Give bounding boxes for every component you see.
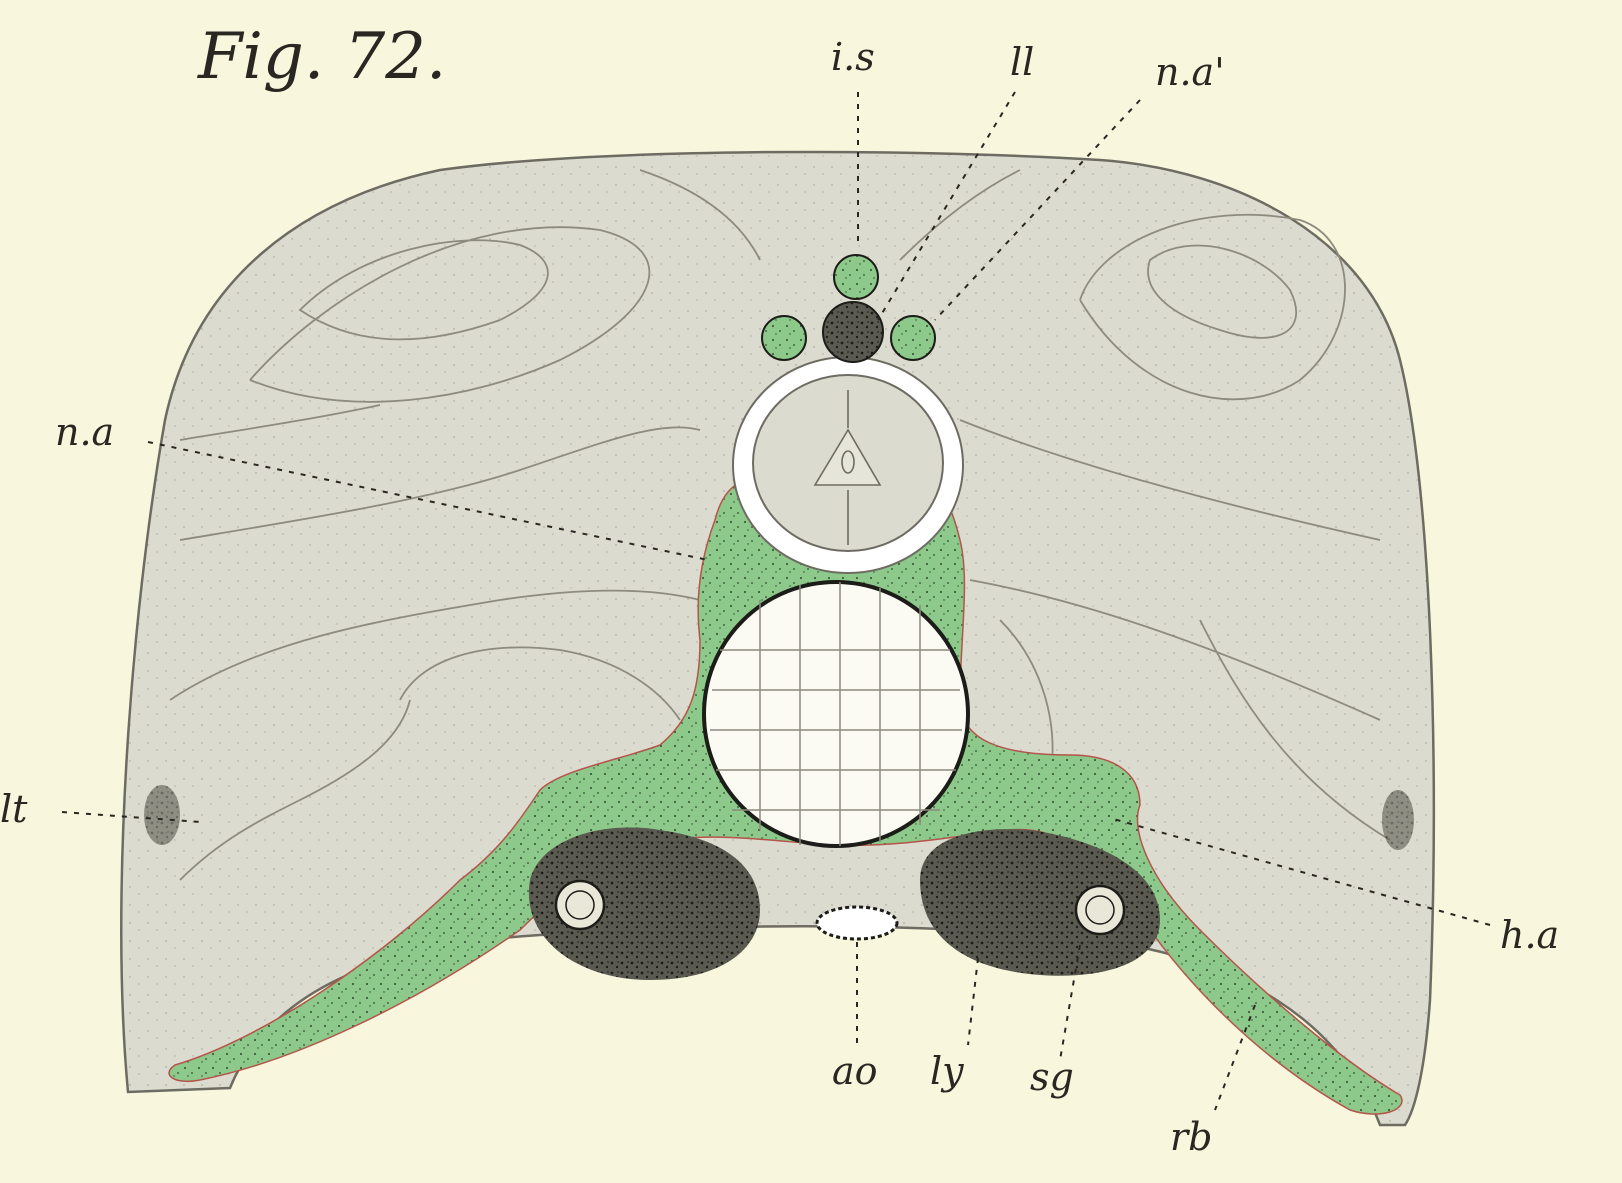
figure-title: Fig. 72. bbox=[197, 20, 446, 94]
aorta bbox=[817, 907, 897, 939]
label-sg: sg bbox=[1030, 1055, 1074, 1099]
left-neural-arch bbox=[762, 316, 806, 360]
label-ao: ao bbox=[832, 1049, 878, 1093]
interspinal-cartilage bbox=[834, 255, 878, 299]
label-ly: ly bbox=[930, 1049, 964, 1093]
left-nerve-ring bbox=[556, 881, 604, 929]
left-lateral-line bbox=[144, 785, 180, 845]
right-neural-arch bbox=[891, 316, 935, 360]
right-nerve-ring bbox=[1076, 886, 1124, 934]
median-ligament bbox=[823, 302, 883, 362]
label-ha: h.a bbox=[1500, 913, 1559, 957]
label-na-prime: n.a' bbox=[1155, 50, 1225, 94]
label-ll: ll bbox=[1010, 40, 1034, 84]
label-na: n.a bbox=[55, 410, 114, 454]
label-rb: rb bbox=[1170, 1115, 1213, 1159]
spinal-cord bbox=[733, 357, 963, 573]
label-is: i.s bbox=[831, 35, 875, 79]
label-lt: lt bbox=[0, 787, 28, 831]
right-lateral-line bbox=[1382, 790, 1414, 850]
notochord bbox=[704, 582, 968, 846]
